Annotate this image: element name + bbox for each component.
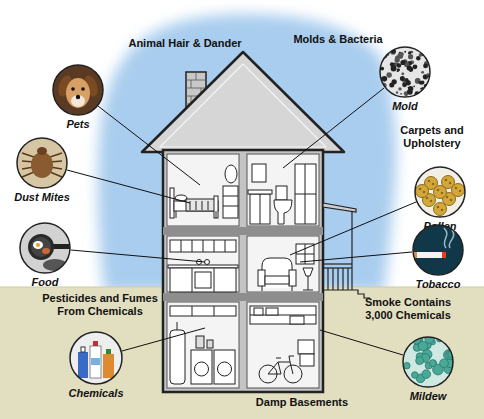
bathroom-fixtures bbox=[248, 164, 316, 224]
storage-items bbox=[250, 306, 316, 383]
icon-label: Dust Mites bbox=[14, 191, 70, 204]
allergen-icon: Food bbox=[18, 221, 72, 289]
allergen-icon: Pets bbox=[51, 63, 105, 131]
bedroom-furniture bbox=[170, 165, 238, 218]
icon-label: Chemicals bbox=[68, 387, 123, 400]
roof bbox=[142, 52, 344, 152]
rooms bbox=[167, 154, 319, 388]
icon-circle bbox=[413, 165, 467, 219]
allergen-icon: Mildew bbox=[401, 335, 455, 403]
laundry-appliances bbox=[170, 306, 236, 384]
icon-circle bbox=[51, 63, 105, 117]
area-label: Carpets and Upholstery bbox=[392, 124, 472, 150]
porch bbox=[323, 203, 370, 298]
icon-circle bbox=[411, 223, 465, 277]
allergen-icon: Tobacco bbox=[411, 223, 465, 291]
allergen-icon: Dust Mites bbox=[12, 136, 72, 204]
kitchen-furniture bbox=[168, 240, 238, 292]
house-body bbox=[163, 150, 323, 392]
icon-circle bbox=[401, 335, 455, 389]
icon-circle bbox=[15, 136, 69, 190]
icon-label: Tobacco bbox=[416, 278, 461, 291]
allergen-icon: Mold bbox=[378, 45, 432, 113]
area-label: Molds & Bacteria bbox=[278, 33, 398, 46]
allergen-icon: Pollen bbox=[413, 165, 467, 233]
icon-circle bbox=[378, 45, 432, 99]
area-label: Animal Hair & Dander bbox=[110, 37, 260, 50]
icon-label: Food bbox=[32, 276, 59, 289]
allergen-icon: Chemicals bbox=[66, 330, 125, 400]
living-room-furniture bbox=[258, 244, 314, 291]
icon-label: Mold bbox=[392, 100, 418, 113]
icon-circle bbox=[18, 221, 72, 275]
area-label: Pesticides and Fumes From Chemicals bbox=[31, 292, 169, 318]
icon-label: Mildew bbox=[410, 390, 447, 403]
area-label: Damp Basements bbox=[242, 396, 362, 409]
icon-circle bbox=[68, 330, 124, 386]
area-label: Smoke Contains 3,000 Chemicals bbox=[358, 296, 458, 322]
icon-label: Pets bbox=[66, 118, 89, 131]
